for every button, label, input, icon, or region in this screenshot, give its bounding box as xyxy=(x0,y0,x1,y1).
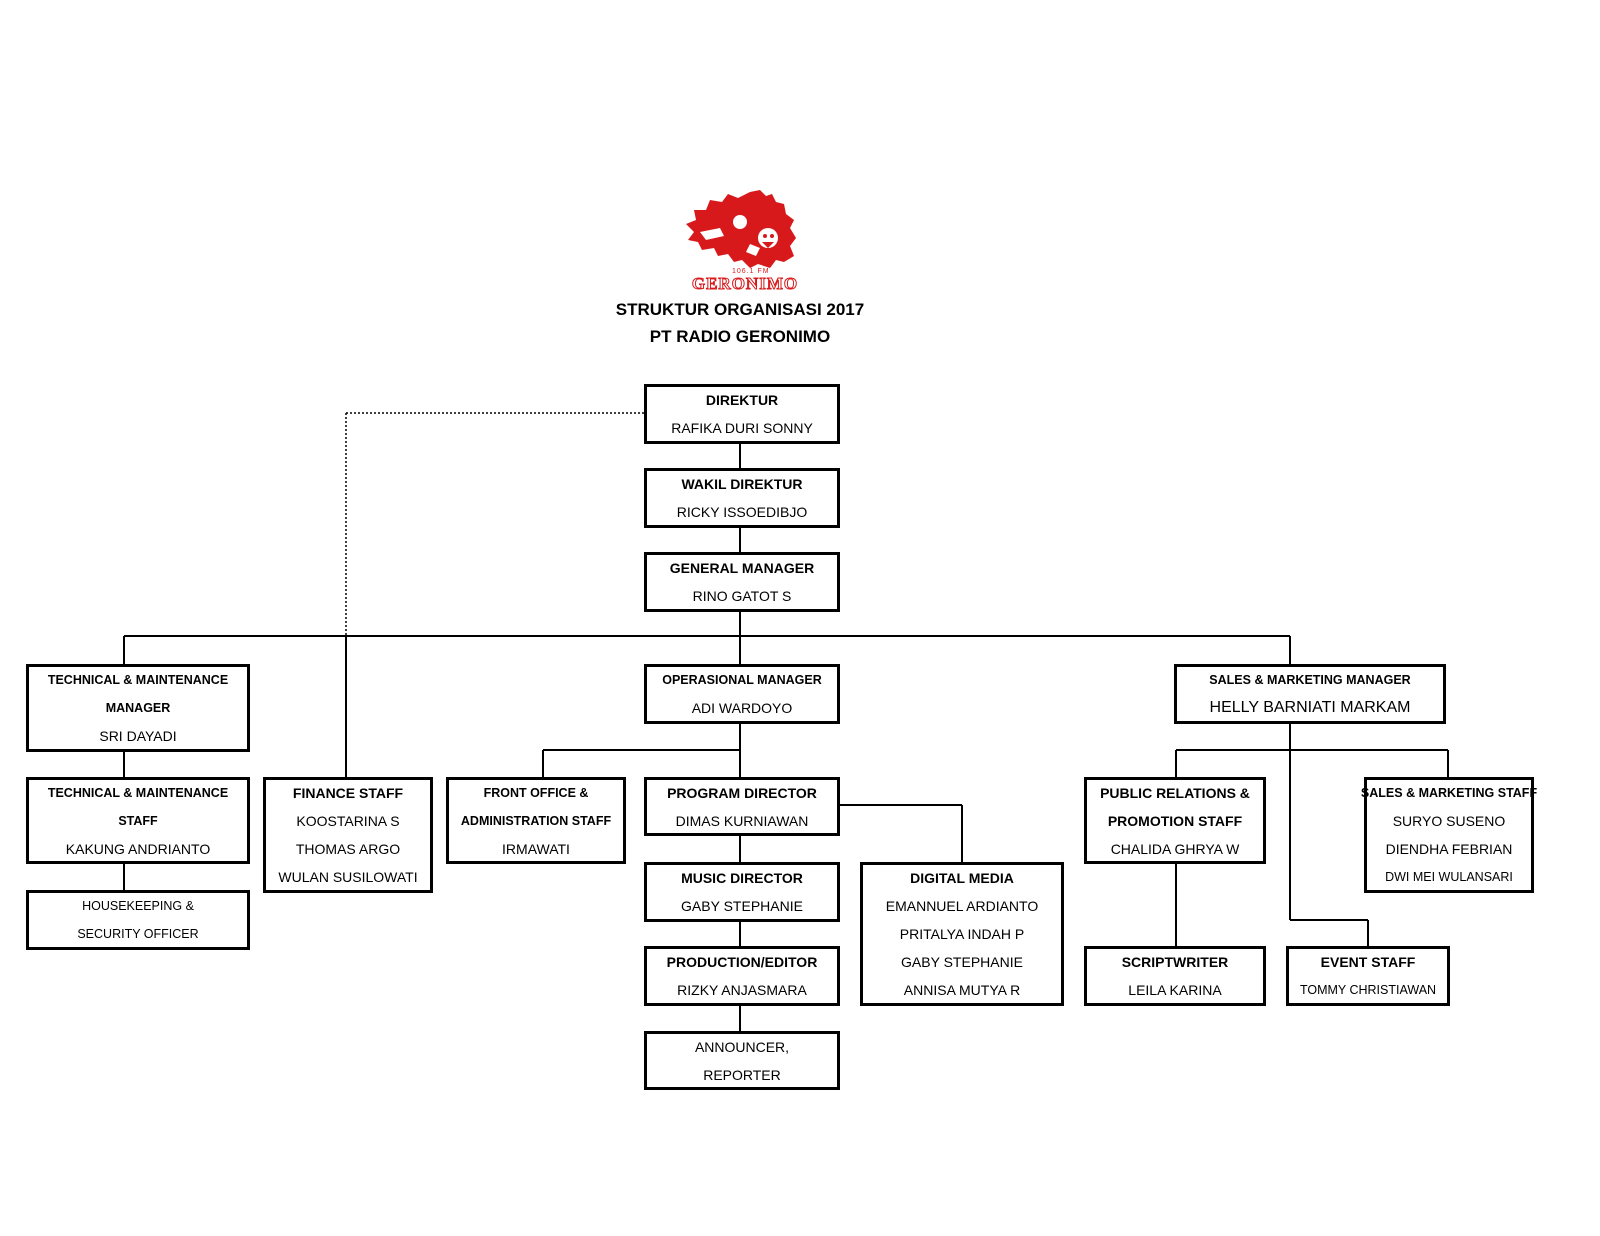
box-name: ADI WARDOYO xyxy=(691,700,793,716)
box-title: EVENT STAFF xyxy=(1320,954,1416,970)
logo-frequency: 106.1 FM xyxy=(732,268,770,275)
box-title: WAKIL DIREKTUR xyxy=(681,476,803,492)
chart-subtitle: PT RADIO GERONIMO xyxy=(649,327,831,346)
public-relations-box: PUBLIC RELATIONS & PROMOTION STAFF CHALI… xyxy=(1084,777,1266,864)
box-name: GABY STEPHANIE xyxy=(901,954,1023,970)
box-title: TECHNICAL & MAINTENANCE xyxy=(47,785,229,800)
box-title: PROGRAM DIRECTOR xyxy=(667,784,817,801)
box-name: DWI MEI WULANSARI xyxy=(1385,870,1513,884)
logo-emblem-icon xyxy=(686,190,796,268)
logo-brand: GERONIMO xyxy=(691,274,799,294)
box-title-2: ADMINISTRATION STAFF xyxy=(460,813,612,828)
box-name: SURYO SUSENO xyxy=(1392,813,1506,829)
box-title: FINANCE STAFF xyxy=(292,785,404,801)
box-line-1: HOUSEKEEPING & xyxy=(82,899,194,913)
box-title: SCRIPTWRITER xyxy=(1121,954,1229,970)
box-name: DIENDHA FEBRIAN xyxy=(1385,841,1513,857)
chart-title: STRUKTUR ORGANISASI 2017 xyxy=(615,300,865,319)
box-title: DIREKTUR xyxy=(705,392,779,408)
box-name: HELLY BARNIATI MARKAM xyxy=(1209,699,1411,716)
box-name: RICKY ISSOEDIBJO xyxy=(676,504,808,520)
scriptwriter-box: SCRIPTWRITER LEILA KARINA xyxy=(1084,946,1266,1006)
box-name: SRI DAYADI xyxy=(99,728,177,744)
program-director-box: PROGRAM DIRECTOR DIMAS KURNIAWAN xyxy=(644,777,840,836)
box-name: EMANNUEL ARDIANTO xyxy=(885,898,1039,914)
box-title: TECHNICAL & MAINTENANCE xyxy=(47,673,229,687)
tech-staff-box: TECHNICAL & MAINTENANCE STAFF KAKUNG AND… xyxy=(26,777,250,864)
box-name: KAKUNG ANDRIANTO xyxy=(65,840,211,857)
box-name: DIMAS KURNIAWAN xyxy=(675,812,809,829)
box-title: PUBLIC RELATIONS & xyxy=(1100,784,1250,801)
box-title: MUSIC DIRECTOR xyxy=(681,870,803,886)
general-manager-box: GENERAL MANAGER RINO GATOT S xyxy=(644,552,840,612)
box-title: DIGITAL MEDIA xyxy=(910,870,1014,886)
box-name: ANNISA MUTYA R xyxy=(903,982,1021,998)
box-name: RAFIKA DURI SONNY xyxy=(671,420,813,436)
tech-manager-box: TECHNICAL & MAINTENANCE MANAGER SRI DAYA… xyxy=(26,664,250,752)
production-editor-box: PRODUCTION/EDITOR RIZKY ANJASMARA xyxy=(644,946,840,1006)
box-line-1: ANNOUNCER, xyxy=(694,1038,790,1055)
box-title-2: STAFF xyxy=(118,813,158,828)
box-title: OPERASIONAL MANAGER xyxy=(662,673,822,687)
box-name: RIZKY ANJASMARA xyxy=(677,982,807,998)
direktur-box: DIREKTUR RAFIKA DURI SONNY xyxy=(644,384,840,444)
sales-staff-box: SALES & MARKETING STAFF SURYO SUSENO DIE… xyxy=(1360,777,1538,893)
music-director-box: MUSIC DIRECTOR GABY STEPHANIE xyxy=(644,862,840,922)
box-name: GABY STEPHANIE xyxy=(681,898,803,914)
box-name: LEILA KARINA xyxy=(1128,982,1222,998)
housekeeping-box: HOUSEKEEPING & SECURITY OFFICER xyxy=(26,890,250,950)
event-staff-box: EVENT STAFF TOMMY CHRISTIAWAN xyxy=(1286,946,1450,1006)
finance-staff-box: FINANCE STAFF KOOSTARINA S THOMAS ARGO W… xyxy=(263,777,433,893)
box-line-2: SECURITY OFFICER xyxy=(77,927,199,941)
box-title-2: PROMOTION STAFF xyxy=(1107,812,1243,829)
box-title: SALES & MARKETING STAFF xyxy=(1360,786,1538,800)
digital-media-box: DIGITAL MEDIA EMANNUEL ARDIANTO PRITALYA… xyxy=(860,862,1064,1006)
box-title: FRONT OFFICE & xyxy=(483,785,589,800)
box-title: SALES & MARKETING MANAGER xyxy=(1209,673,1411,687)
box-name: PRITALYA INDAH P xyxy=(899,926,1025,942)
box-name: TOMMY CHRISTIAWAN xyxy=(1299,983,1437,997)
box-line-2: REPORTER xyxy=(703,1066,781,1083)
announcer-reporter-box: ANNOUNCER, REPORTER xyxy=(644,1031,840,1090)
box-name: IRMAWATI xyxy=(502,840,570,857)
box-title: GENERAL MANAGER xyxy=(669,560,815,576)
box-name: WULAN SUSILOWATI xyxy=(278,869,418,885)
operasional-manager-box: OPERASIONAL MANAGER ADI WARDOYO xyxy=(644,664,840,724)
box-name: KOOSTARINA S xyxy=(296,813,400,829)
box-title: PRODUCTION/EDITOR xyxy=(666,954,818,970)
sales-manager-box: SALES & MARKETING MANAGER HELLY BARNIATI… xyxy=(1174,664,1446,724)
front-office-box: FRONT OFFICE & ADMINISTRATION STAFF IRMA… xyxy=(446,777,626,864)
box-name: CHALIDA GHRYA W xyxy=(1110,840,1240,857)
wakil-direktur-box: WAKIL DIREKTUR RICKY ISSOEDIBJO xyxy=(644,468,840,528)
box-name: THOMAS ARGO xyxy=(295,841,401,857)
box-title-2: MANAGER xyxy=(105,701,171,715)
geronimo-logo: 106.1 FM GERONIMO xyxy=(680,188,810,300)
box-name: RINO GATOT S xyxy=(692,588,792,604)
